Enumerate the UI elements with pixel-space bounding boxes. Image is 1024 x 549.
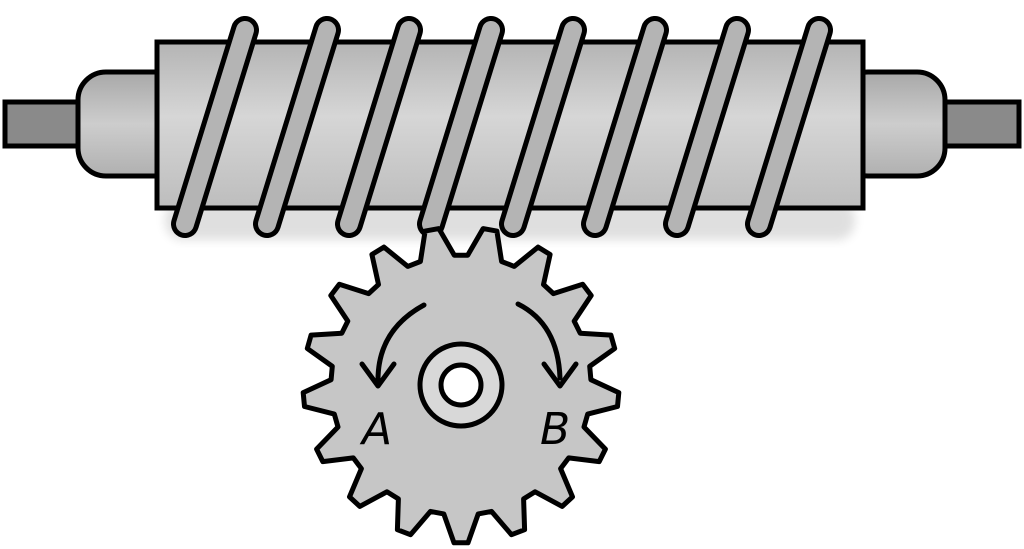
worm-thread	[253, 16, 341, 238]
arrow-a-head	[359, 361, 397, 389]
worm-threads	[171, 16, 833, 238]
worm-thread	[745, 16, 833, 238]
worm-thread	[663, 16, 751, 238]
arrow-a	[359, 302, 427, 389]
worm-thread	[499, 16, 587, 238]
arrow-b-arc	[515, 301, 563, 381]
arrow-b-head	[541, 361, 579, 389]
worm-thread	[335, 16, 423, 238]
arrow-b	[515, 301, 579, 389]
worm-thread	[171, 16, 259, 238]
label-a: A	[359, 404, 392, 455]
shaft-right-end	[932, 99, 1022, 149]
worm-body	[154, 39, 866, 211]
arrow-a-arc	[375, 302, 427, 383]
label-b: B	[540, 404, 570, 455]
worm-thread	[417, 16, 505, 238]
gear-axle-hole	[438, 362, 484, 408]
worm-thread	[581, 16, 669, 238]
worm-wheel	[300, 226, 622, 546]
